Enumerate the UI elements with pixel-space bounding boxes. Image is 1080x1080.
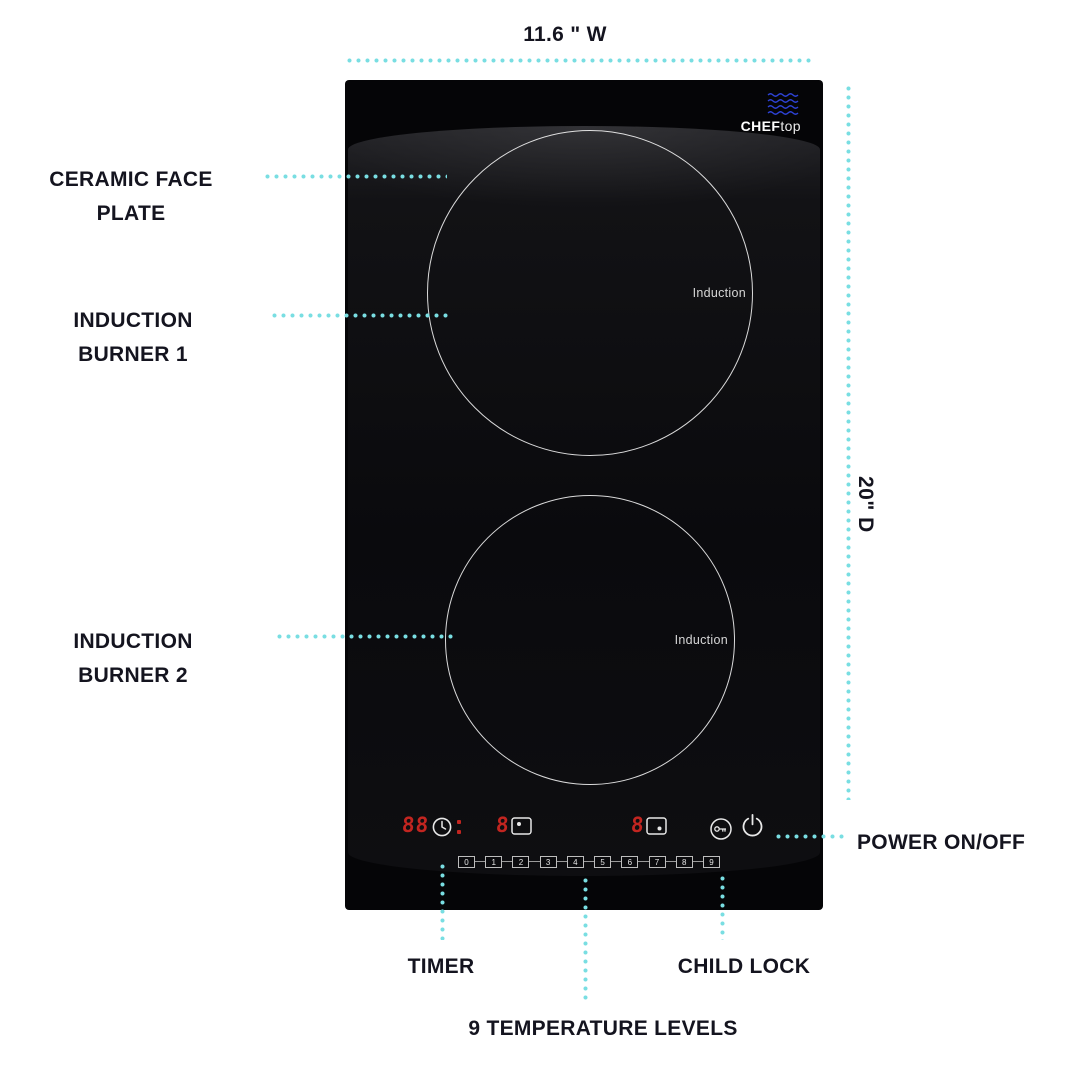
burner-2-level-display: 8 [630, 813, 646, 837]
power-on-off-leader-line [776, 834, 848, 839]
temp-level-cell: 4 [566, 856, 584, 868]
induction-burner-1: Induction [427, 130, 753, 456]
timer-colon-dots [457, 820, 461, 834]
temp-level-cell: 3 [539, 856, 557, 868]
width-dimension-line [347, 58, 815, 63]
timer-clock-icon [432, 817, 452, 837]
power-icon [742, 814, 763, 837]
temp-level-cell: 2 [512, 856, 530, 868]
temp-level-cell: 8 [675, 856, 693, 868]
depth-dimension-label: 20" D [854, 476, 877, 533]
ceramic-face-plate-leader-line [265, 174, 447, 179]
brand-name-light: top [780, 118, 801, 134]
timer-display: 88 [401, 813, 431, 837]
temp-level-cell: 1 [485, 856, 503, 868]
child-lock-leader-line [720, 876, 725, 940]
burner-1-select-icon [511, 817, 532, 835]
width-dimension-label: 11.6 " W [523, 23, 607, 46]
timer-leader-line [440, 864, 445, 940]
temp-level-cell: 9 [702, 856, 720, 868]
temperature-levels-label: 9 TEMPERATURE LEVELS [468, 1017, 738, 1040]
power-on-off-label: POWER ON/OFF [857, 831, 1026, 854]
brand-logo: CHEFtop [741, 92, 801, 134]
ceramic-face-plate-label: CERAMIC FACE PLATE [49, 168, 213, 226]
child-lock-icon [710, 818, 732, 840]
child-lock-label: CHILD LOCK [677, 955, 811, 978]
induction-burner-2-leader-line [277, 634, 457, 639]
temp-level-cell: 7 [648, 856, 666, 868]
induction-cooktop: CHEFtop Induction Induction 88 8 8 [345, 80, 823, 910]
burner-2-select-icon [646, 817, 667, 835]
burner-1-level-display: 8 [495, 813, 511, 837]
temperature-levels-leader-line [583, 878, 588, 1004]
brand-name: CHEFtop [741, 118, 801, 134]
temp-level-cell: 0 [458, 856, 475, 868]
induction-burner-1-label: INDUCTION BURNER 1 [73, 309, 193, 367]
induction-burner-2-label: INDUCTION BURNER 2 [73, 630, 193, 688]
brand-name-bold: CHEF [740, 118, 781, 134]
timer-label: TIMER [407, 955, 475, 978]
induction-burner-2: Induction [445, 495, 735, 785]
logo-waves-icon [767, 93, 799, 115]
burner-2-induction-text: Induction [674, 633, 728, 647]
depth-dimension-line [846, 86, 851, 800]
induction-burner-1-leader-line [272, 313, 452, 318]
temp-level-cell: 5 [594, 856, 612, 868]
burner-1-induction-text: Induction [692, 286, 746, 300]
temp-level-cell: 6 [621, 856, 639, 868]
